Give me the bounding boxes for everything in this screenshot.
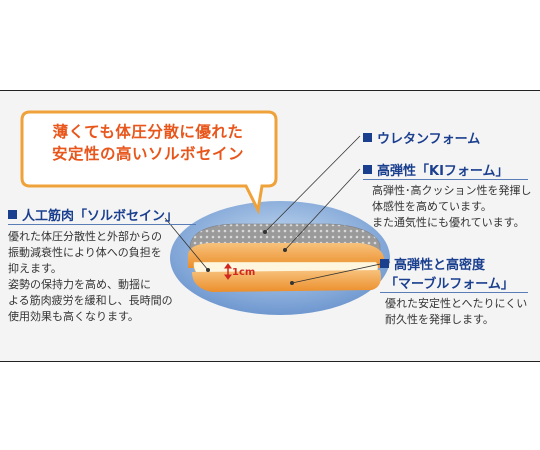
- dimension-label: 1cm: [232, 267, 256, 278]
- ki-foam-heading: 高弾性「KIフォーム」: [363, 160, 509, 179]
- sorbothane-description: 優れた体圧分散性と外部からの 振動減衰性により体への負担を 抑えます。 姿勢の保…: [8, 229, 173, 325]
- cushion-layers: [188, 223, 384, 292]
- ki-foam-description: 高弾性･高クッション性を発揮し 体感性を高めています。 また通気性にも優れていま…: [372, 183, 532, 231]
- square-bullet-icon: [363, 165, 372, 174]
- leader-dots: [206, 230, 294, 285]
- square-bullet-icon: [380, 259, 389, 268]
- square-bullet-icon: [8, 210, 17, 219]
- bubble-line-2: 安定性の高いソルボセイン: [51, 145, 244, 163]
- desc-line: よる筋肉疲労を緩和し、長時間の: [8, 294, 173, 307]
- marble-foam-heading-text-2: 「マーブルフォーム」: [385, 277, 514, 292]
- desc-line: 振動減衰性により体への負担を: [8, 246, 162, 259]
- desc-line: 優れた体圧分散性と外部からの: [8, 230, 162, 243]
- sorbothane-underline: [8, 224, 196, 225]
- desc-line: 体感性を高めています。: [372, 200, 492, 213]
- marble-foam-heading-text-1: 高弾性と高密度: [394, 258, 486, 273]
- speech-bubble: [20, 110, 278, 215]
- desc-line: 抑えます。: [8, 262, 62, 275]
- marble-foam-heading: 高弾性と高密度: [380, 254, 485, 273]
- square-bullet-icon: [363, 133, 372, 142]
- leader-lines: [164, 135, 391, 284]
- sorbothane-heading-text: 人工筋肉「ソルボセイン」: [22, 209, 179, 224]
- bubble-line-1: 薄くても体圧分散に優れた: [52, 123, 244, 141]
- marble-foam-description: 優れた安定性とへたりにくい 耐久性を発揮します。: [385, 296, 527, 328]
- marble-foam-heading-2: 「マーブルフォーム」: [385, 273, 514, 292]
- desc-line: 使用効果も高くなります。: [8, 310, 139, 323]
- desc-line: 優れた安定性とへたりにくい: [385, 297, 528, 310]
- bubble-text: 薄くても体圧分散に優れた 安定性の高いソルボセイン: [32, 121, 264, 165]
- marble-foam-layer: [192, 270, 381, 292]
- ki-foam-heading-text: 高弾性「KIフォーム」: [377, 164, 509, 179]
- ki-foam-underline: [363, 179, 528, 180]
- desc-line: 耐久性を発揮します。: [385, 313, 494, 326]
- urethane-heading-text: ウレタンフォーム: [377, 132, 481, 147]
- desc-line: また通気性にも優れています。: [372, 216, 525, 229]
- dimension-arrow: [224, 263, 232, 280]
- desc-line: 高弾性･高クッション性を発揮し: [372, 184, 532, 197]
- marble-foam-underline: [380, 292, 528, 293]
- sorbothane-heading: 人工筋肉「ソルボセイン」: [8, 205, 178, 224]
- urethane-heading: ウレタンフォーム: [363, 128, 480, 147]
- desc-line: 姿勢の保持力を高め、動揺に: [8, 278, 151, 291]
